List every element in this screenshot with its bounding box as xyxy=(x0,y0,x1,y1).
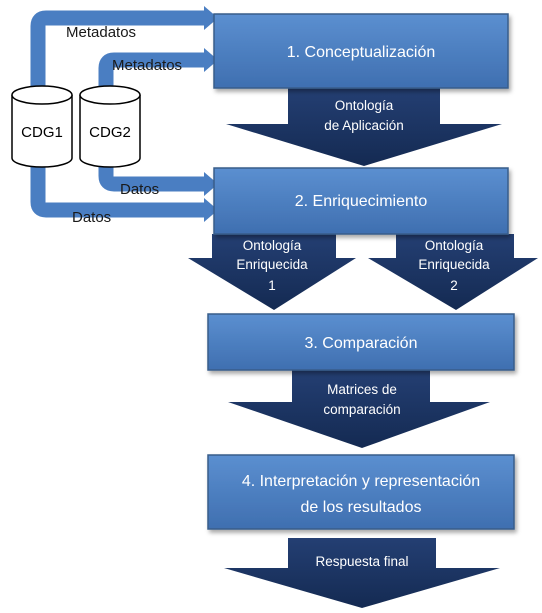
step-comparacion: 3. Comparación xyxy=(207,313,515,371)
step-interpretacion: 4. Interpretación y representación de lo… xyxy=(207,454,515,530)
output-arrow-ontologia-enriquecida-2: Ontología Enriquecida 2 xyxy=(368,234,538,310)
flow-label-datos-2: Datos xyxy=(120,181,159,198)
output-arrow-respuesta-final: Respuesta final xyxy=(224,538,500,608)
connector-metadatos-cdg2 xyxy=(98,48,218,92)
database-cdg1: CDG1 xyxy=(11,85,73,168)
step-interpretacion-label-line1: 4. Interpretación y representación xyxy=(242,473,480,490)
output-label-line3: 2 xyxy=(450,278,458,293)
step-comparacion-label: 3. Comparación xyxy=(305,335,418,352)
output-label-line2: Enriquecida xyxy=(236,257,308,272)
output-label-line1: Respuesta final xyxy=(315,554,408,569)
output-arrow-matrices: Matrices de comparación xyxy=(228,370,490,448)
database-cdg2-label: CDG2 xyxy=(89,124,131,141)
step-conceptualizacion-label: 1. Conceptualización xyxy=(287,44,436,61)
output-label-line2: Enriquecida xyxy=(418,257,490,272)
output-label-line2: comparación xyxy=(323,402,400,417)
output-label-line1: Ontología xyxy=(335,98,394,113)
step-enriquecimiento: 2. Enriquecimiento xyxy=(213,167,509,235)
output-arrow-ontologia-enriquecida-1: Ontología Enriquecida 1 xyxy=(188,234,356,310)
connector-datos-cdg1 xyxy=(30,160,218,222)
step-interpretacion-label-line2: de los resultados xyxy=(301,499,422,516)
output-label-line1: Ontología xyxy=(243,238,302,253)
flow-label-metadatos-1: Metadatos xyxy=(66,24,136,41)
database-cdg2: CDG2 xyxy=(79,85,141,168)
flow-label-datos-1: Datos xyxy=(72,209,111,226)
output-label-line1: Ontología xyxy=(425,238,484,253)
output-label-line2: de Aplicación xyxy=(324,118,404,133)
connector-datos-cdg2 xyxy=(98,160,218,196)
connector-metadatos-cdg1 xyxy=(30,6,218,92)
flow-label-metadatos-2: Metadatos xyxy=(112,57,182,74)
database-cdg1-label: CDG1 xyxy=(21,124,63,141)
step-enriquecimiento-label: 2. Enriquecimiento xyxy=(295,193,428,210)
output-label-line3: 1 xyxy=(268,278,276,293)
step-conceptualizacion: 1. Conceptualización xyxy=(213,13,509,89)
output-label-line1: Matrices de xyxy=(327,382,397,397)
output-arrow-ontologia-aplicacion: Ontología de Aplicación xyxy=(226,88,502,166)
